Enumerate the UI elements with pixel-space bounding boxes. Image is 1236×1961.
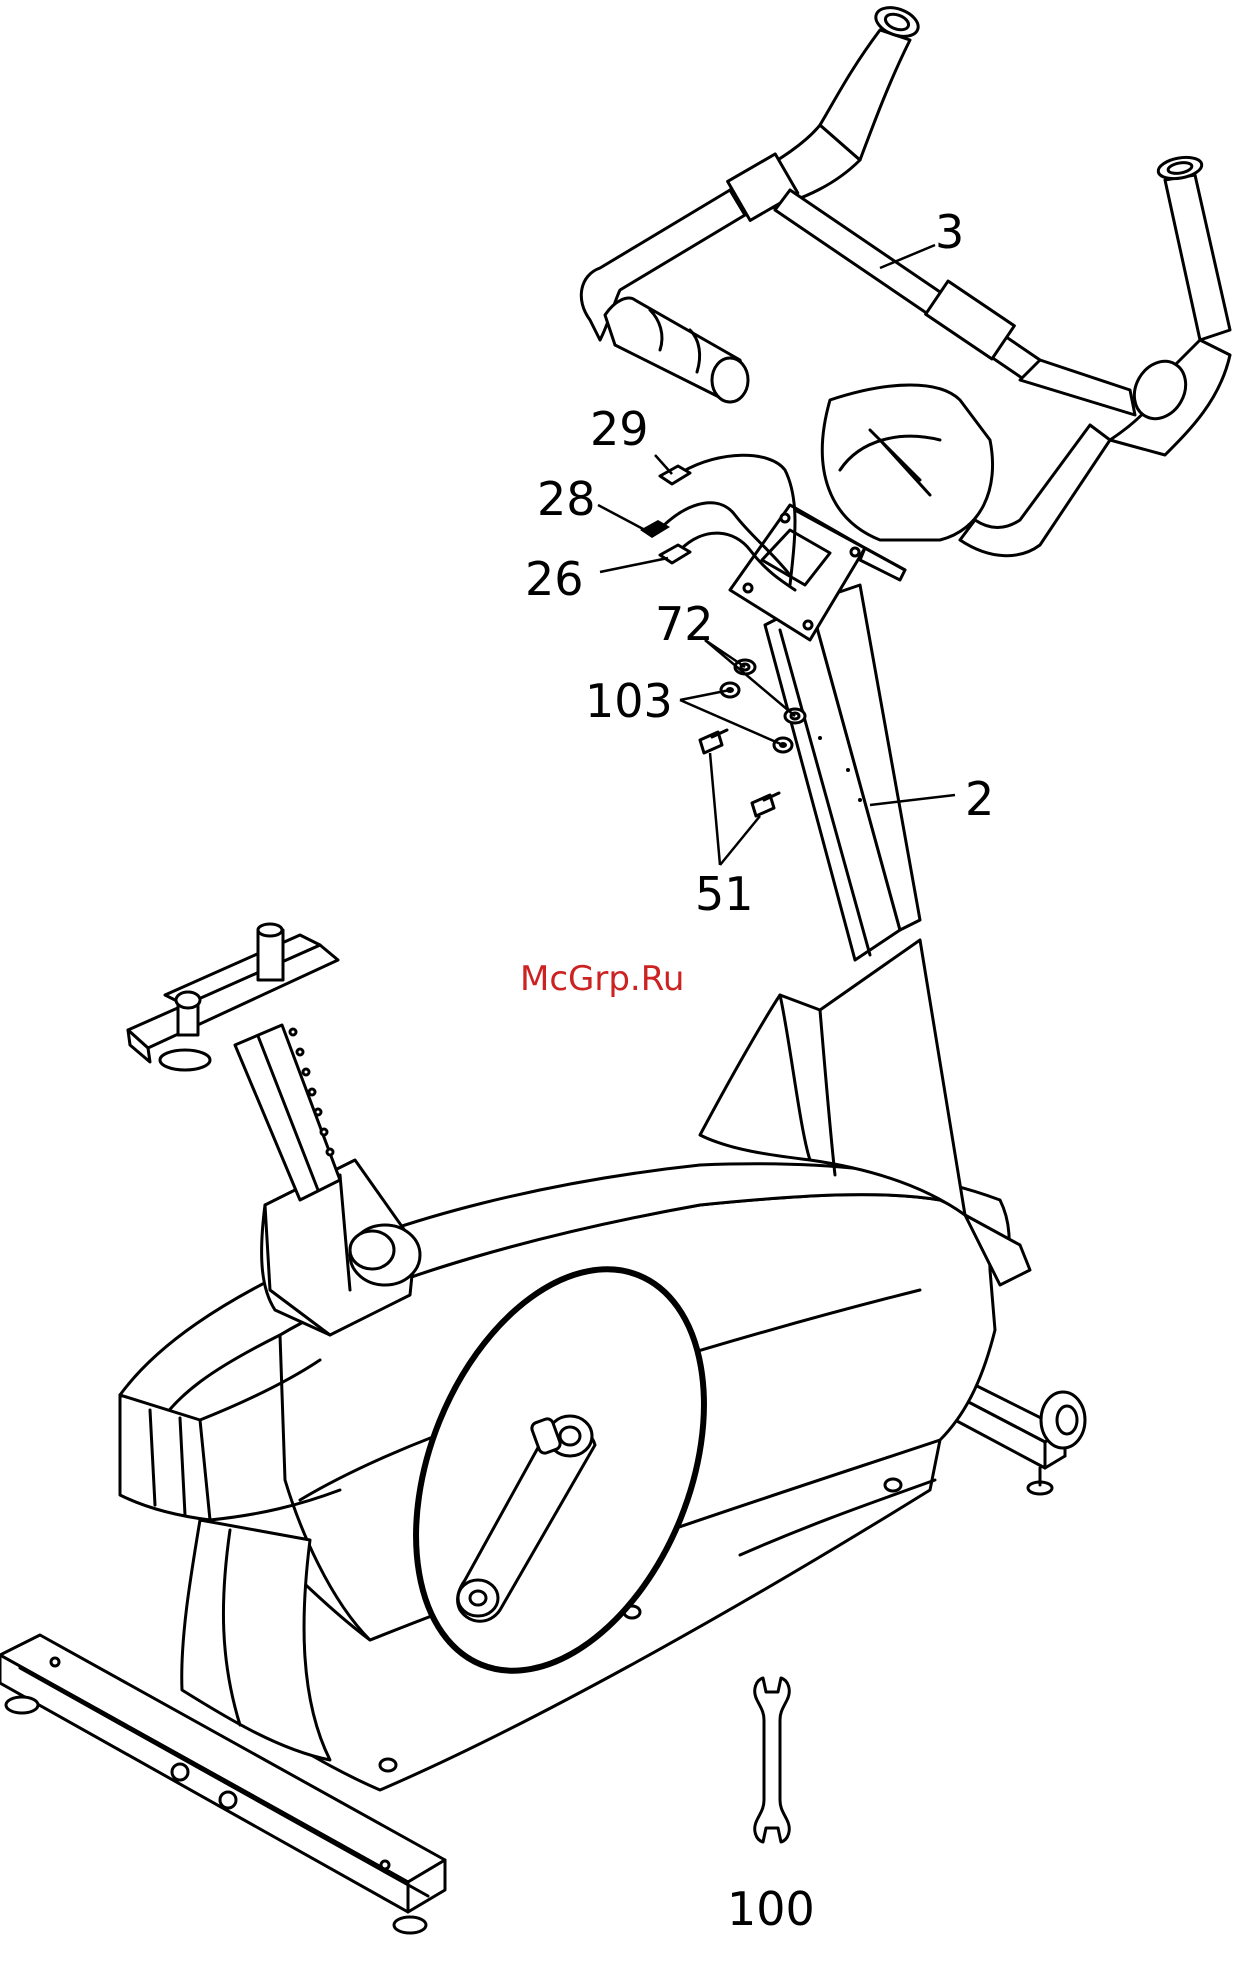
- label-part-72: 72: [655, 597, 714, 651]
- washers-103: [721, 683, 792, 752]
- label-part-2: 2: [965, 772, 994, 826]
- wrench-tool: [755, 1678, 789, 1842]
- rear-stabilizer: [955, 1385, 1085, 1494]
- label-part-103: 103: [585, 674, 673, 728]
- label-part-51: 51: [695, 867, 754, 921]
- label-part-29: 29: [590, 402, 649, 456]
- label-part-28: 28: [537, 472, 596, 526]
- seat-post-assembly: [128, 924, 420, 1335]
- label-part-3: 3: [935, 205, 964, 259]
- watermark-text: McGrp.Ru: [520, 959, 684, 999]
- label-part-26: 26: [525, 552, 584, 606]
- label-part-100: 100: [727, 1882, 815, 1936]
- upright-stem: [730, 505, 920, 960]
- connector-29: [660, 466, 690, 484]
- connector-26: [660, 545, 690, 563]
